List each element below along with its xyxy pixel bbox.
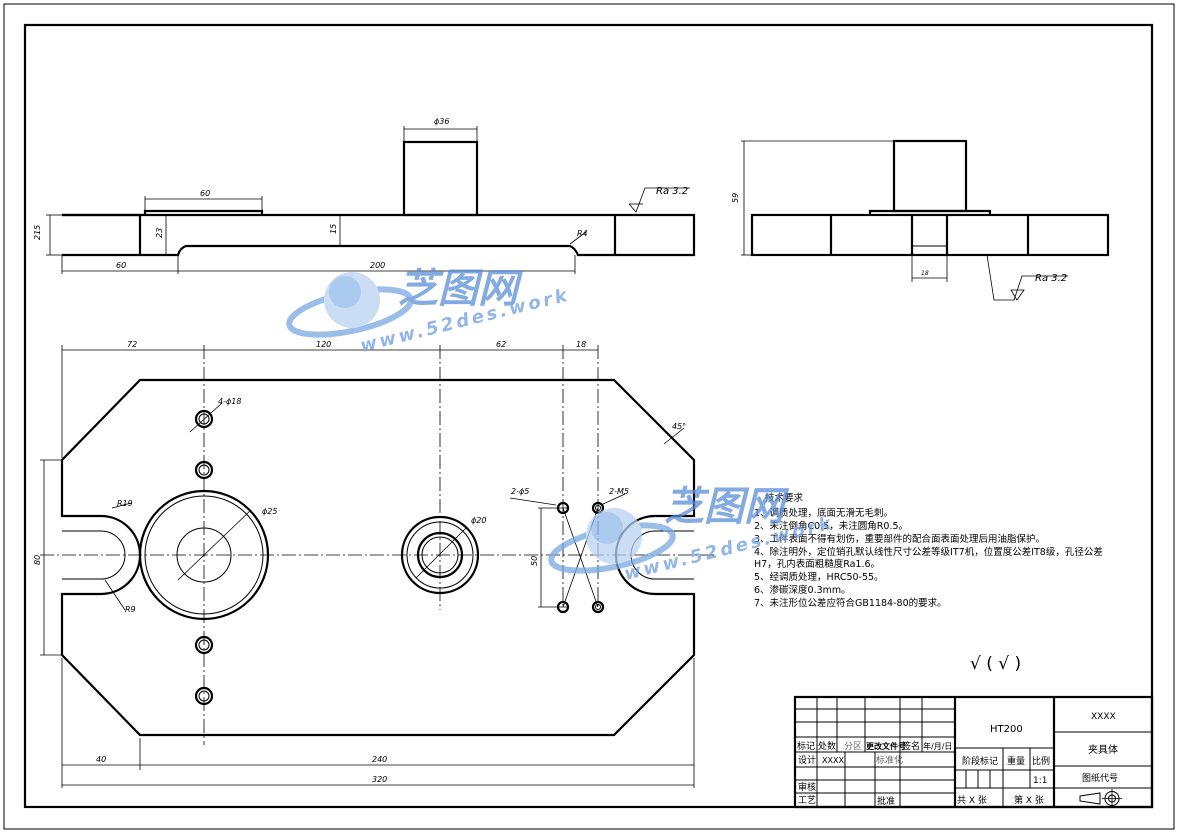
m5-hole-2 — [591, 600, 605, 614]
dim-120: 120 — [316, 340, 331, 349]
tb-count: 处数 — [818, 740, 836, 752]
callout-r9: R9 — [125, 605, 136, 614]
callout-r19: R19 — [117, 499, 133, 508]
callout-45deg: 45° — [672, 422, 686, 431]
medium-bore — [400, 515, 480, 595]
dim-18-side: 18 — [921, 270, 929, 277]
tb-signature: 签名 — [902, 740, 920, 752]
tb-standardize: 标准化 — [876, 754, 903, 766]
plan-view: 50 72 120 62 18 80 40 240 320 4-ϕ18 ϕ25 … — [33, 340, 716, 788]
watermark-name-1: 芝图网 — [398, 266, 524, 312]
tb-company: XXXX — [1091, 712, 1116, 722]
watermark-name-2: 芝图网 — [664, 484, 790, 530]
dim-15: 15 — [329, 224, 338, 234]
dim-23: 23 — [155, 228, 164, 238]
callout-4-phi18: 4-ϕ18 — [218, 397, 241, 406]
tb-sheet-no: 第 X 张 — [1014, 794, 1044, 806]
callout-phi20: ϕ20 — [471, 516, 486, 525]
hole-2 — [194, 460, 214, 480]
outer-border — [3, 3, 1175, 830]
dim-18-plan: 18 — [576, 340, 586, 349]
tech-line-1: 1、调质处理，底面无滑无毛刺。 — [754, 507, 893, 519]
ra-side: Ra 3.2 — [1035, 273, 1067, 284]
side-boss — [892, 139, 968, 213]
tb-total-sheets: 共 X 张 — [957, 795, 987, 806]
dim-60-bottom: 60 — [116, 261, 126, 270]
tb-material: HT200 — [990, 724, 1023, 735]
callout-2-m5: 2-M5 — [609, 487, 629, 496]
watermark: 芝图网 www.52des.work 芝图网 www.52des.work — [286, 266, 836, 585]
large-bore — [138, 489, 270, 621]
surface-symbol: √ ( √ ) — [970, 654, 1021, 674]
side-view: 59 18 Ra 3.2 — [731, 139, 1110, 301]
hole-3 — [194, 635, 214, 655]
callout-2-phi5: 2-ϕ5 — [511, 487, 529, 496]
watermark-logo-icon — [286, 272, 414, 338]
tb-part-name: 夹具体 — [1088, 743, 1118, 756]
tech-requirements: 技术要求 1、调质处理，底面无滑无毛刺。 2、未注倒角C0.5，未注圆角R0.5… — [754, 492, 1103, 674]
tech-title: 技术要求 — [765, 492, 804, 504]
dim-phi36: ϕ36 — [434, 117, 449, 126]
dim-72: 72 — [127, 340, 137, 349]
raised-pad — [143, 209, 264, 215]
tech-line-5: H7，孔内表面粗糙度Ra1.6。 — [754, 558, 880, 570]
side-base — [750, 213, 1110, 257]
tb-process: 工艺 — [798, 795, 816, 806]
inner-frame — [23, 23, 1154, 809]
dim-40: 40 — [96, 755, 106, 764]
tech-line-2: 2、未注倒角C0.5，未注圆角R0.5。 — [754, 520, 908, 532]
tech-line-3: 3、工件表面不得有划伤，重要部件的配合面表面处理后用油脂保护。 — [754, 533, 1045, 545]
tech-line-8: 7、未注形位公差应符合GB1184-80的要求。 — [754, 597, 947, 609]
dim-215: 215 — [33, 225, 42, 240]
ra-front: Ra 3.2 — [656, 186, 688, 197]
tb-change-doc: 更改文件号 — [866, 741, 906, 751]
tb-stage-mark: 阶段标记 — [962, 755, 998, 767]
dim-60-top: 60 — [200, 189, 210, 198]
boss-outline — [402, 140, 479, 217]
tb-review: 审核 — [798, 781, 816, 793]
tb-scale-value: 1:1 — [1033, 776, 1047, 786]
watermark-logo-icon-2 — [548, 508, 676, 574]
dim-320: 320 — [372, 775, 387, 784]
dim-240: 240 — [372, 755, 387, 764]
dim-50: 50 — [530, 556, 539, 566]
tb-scale: 比例 — [1032, 755, 1050, 767]
hole-1 — [194, 409, 214, 429]
tech-line-4: 4、除注明外，定位销孔默认线性尺寸公差等级IT7机，位置度公差IT8级，孔径公差 — [754, 546, 1103, 558]
tb-approve: 批准 — [877, 795, 895, 807]
callout-phi25: ϕ25 — [262, 507, 277, 516]
tech-line-6: 5、经调质处理，HRC50-55。 — [754, 571, 884, 583]
tb-designer: XXXX — [822, 756, 844, 765]
title-block: 标记 处数 分区 更改文件号 签名 年/月/日 设计 XXXX 标准化 审核 工… — [793, 695, 1154, 809]
front-view: ϕ36 60 215 23 15 60 200 R4 Ra 3.2 — [33, 117, 696, 274]
dim-200: 200 — [370, 261, 385, 270]
tb-drawing-no-label: 图纸代号 — [1082, 772, 1118, 784]
tb-design: 设计 — [798, 754, 816, 766]
dim-80: 80 — [33, 555, 42, 565]
tb-zone: 分区 — [844, 741, 862, 752]
dim-59: 59 — [731, 193, 740, 203]
dim-r4: R4 — [577, 229, 588, 238]
tech-line-7: 6、渗碳深度0.3mm。 — [754, 584, 851, 596]
dim-62: 62 — [496, 340, 506, 349]
base-outline — [62, 213, 696, 257]
tb-weight: 重量 — [1007, 755, 1025, 767]
projection-symbol-icon — [1079, 789, 1122, 808]
hole-4 — [194, 686, 214, 706]
tb-date: 年/月/日 — [923, 741, 952, 751]
tb-mark: 标记 — [797, 740, 815, 752]
